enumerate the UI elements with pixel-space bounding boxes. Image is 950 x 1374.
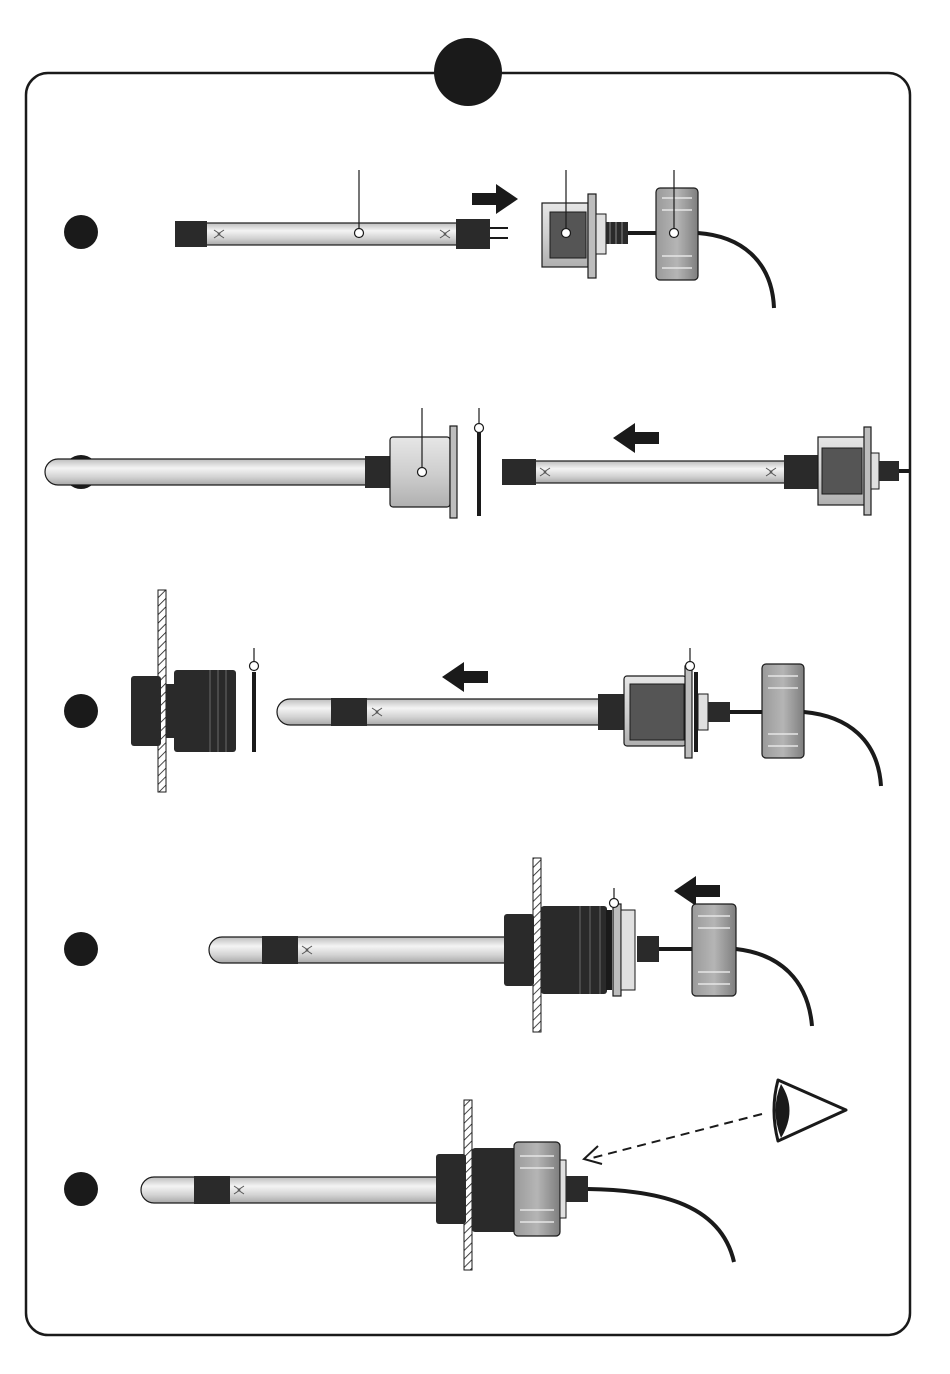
quartz-sleeve [45,459,368,485]
sight-arrowhead [584,1146,602,1164]
step-4-marker [64,932,98,966]
quartz-sleeve [277,699,600,725]
o-ring [252,672,256,752]
arrow-icon [613,423,659,453]
header-marker [434,38,502,106]
cap-nut [692,904,736,996]
step-3-illustration [131,590,881,792]
cap-nut [762,664,804,758]
o-ring [477,430,481,516]
quartz-sleeve [141,1177,442,1203]
wall-flange-nut [131,676,161,746]
power-cable [736,949,812,1026]
uv-lamp-tube [198,223,458,245]
power-cable [588,1189,734,1262]
power-cable [804,712,881,786]
step-5-illustration [141,1080,846,1270]
arrow-icon [674,876,720,906]
wall-flange-nut [436,1154,466,1224]
threaded-fitting [541,906,607,994]
power-cable [698,233,774,308]
wall-flange-nut [504,914,534,986]
step-5-marker [64,1172,98,1206]
hatched-wall [533,858,541,1032]
arrow-icon [472,184,518,214]
step-2-illustration [45,408,910,518]
step-1-illustration [175,170,774,308]
uv-lamp-end-cap-left [175,221,207,247]
step-1-marker [64,215,98,249]
sight-line [592,1114,762,1158]
uv-lamp-end-cap-right [456,219,490,249]
uv-lamp-tube [524,461,786,483]
threaded-fitting [472,1148,518,1232]
arrow-icon [442,662,488,692]
eye-icon [774,1080,846,1141]
quartz-sleeve [209,937,512,963]
step-3-marker [64,694,98,728]
step-4-illustration [209,858,812,1032]
